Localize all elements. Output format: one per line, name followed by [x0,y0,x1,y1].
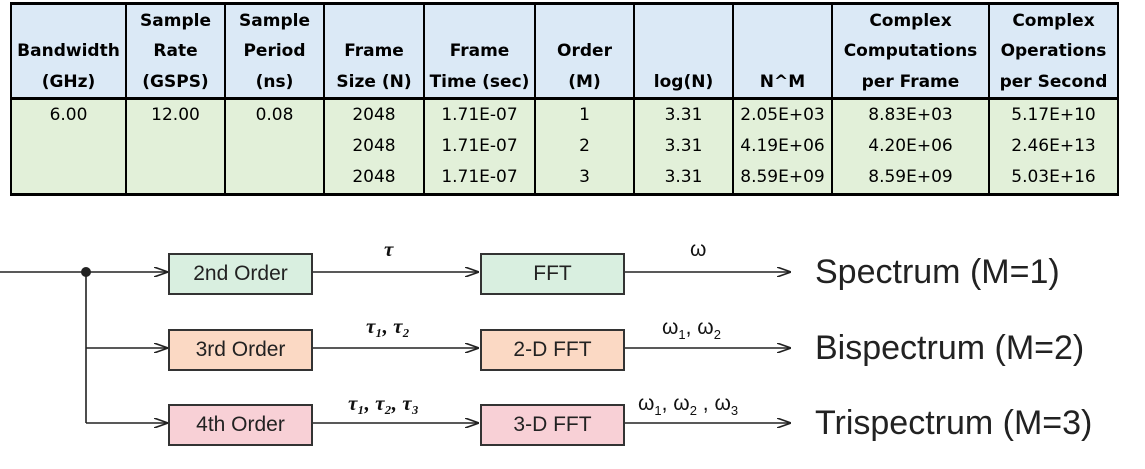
table-cell: 2.46E+13 [988,131,1119,162]
lag-label-row2: τ₁, τ₂ [366,314,410,338]
col-header-bandwidth: Bandwidth(GHz) [10,2,127,100]
spectrum-output-label: Spectrum (M=1) [815,253,1060,291]
table-cell [224,162,325,196]
table-cell: 6.00 [10,98,127,131]
freq-label-row1: ω [690,238,707,261]
freq-label-row3: ω1, ω2 , ω3 [638,392,739,419]
table-cell: 1.71E-07 [423,131,536,162]
table-cell: 4.19E+06 [732,131,833,162]
table-cell: 0.08 [224,98,325,131]
table-row: 6.00 12.00 0.08 2048 1.71E-07 1 3.31 2.0… [10,98,1119,131]
table-cell [10,131,127,162]
table-cell [125,131,226,162]
table-cell: 3 [534,162,635,196]
table-cell: 2048 [323,162,425,196]
table-cell: 5.03E+16 [988,162,1119,196]
table-cell: 3.31 [633,98,734,131]
table-cell [224,131,325,162]
col-header-order: Order(M) [534,2,635,100]
table-cell: 2.05E+03 [732,98,833,131]
3d-fft-box: 3-D FFT [480,404,625,446]
lag-label-row3: τ₁, τ₂, τ₃ [348,391,419,415]
table-cell: 2 [534,131,635,162]
table-row: 2048 1.71E-07 2 3.31 4.19E+06 4.20E+06 2… [10,131,1119,162]
table-row: 2048 1.71E-07 3 3.31 8.59E+09 8.59E+09 5… [10,162,1119,196]
table-cell: 2048 [323,131,425,162]
table-cell: 8.59E+09 [831,162,990,196]
trispectrum-output-label: Trispectrum (M=3) [815,404,1093,442]
table-cell: 12.00 [125,98,226,131]
bispectrum-output-label: Bispectrum (M=2) [815,329,1085,367]
table-cell: 3.31 [633,131,734,162]
table-cell: 5.17E+10 [988,98,1119,131]
table-cell: 1 [534,98,635,131]
freq-label-row2: ω1, ω2 [662,316,721,343]
col-header-logn: log(N) [633,2,734,100]
second-order-box: 2nd Order [168,253,313,295]
table-cell: 3.31 [633,162,734,196]
table-cell: 2048 [323,98,425,131]
fourth-order-box: 4th Order [168,404,313,446]
2d-fft-box: 2-D FFT [480,329,625,371]
table-cell: 1.71E-07 [423,98,536,131]
col-header-n-pow-m: N^M [732,2,833,100]
third-order-box: 3rd Order [168,329,313,371]
table-cell [125,162,226,196]
lag-label-row1: τ [384,237,394,261]
table-cell [10,162,127,196]
table-cell: 1.71E-07 [423,162,536,196]
fft-box: FFT [480,253,625,295]
table-cell: 8.59E+09 [732,162,833,196]
table-cell: 8.83E+03 [831,98,990,131]
table-cell: 4.20E+06 [831,131,990,162]
